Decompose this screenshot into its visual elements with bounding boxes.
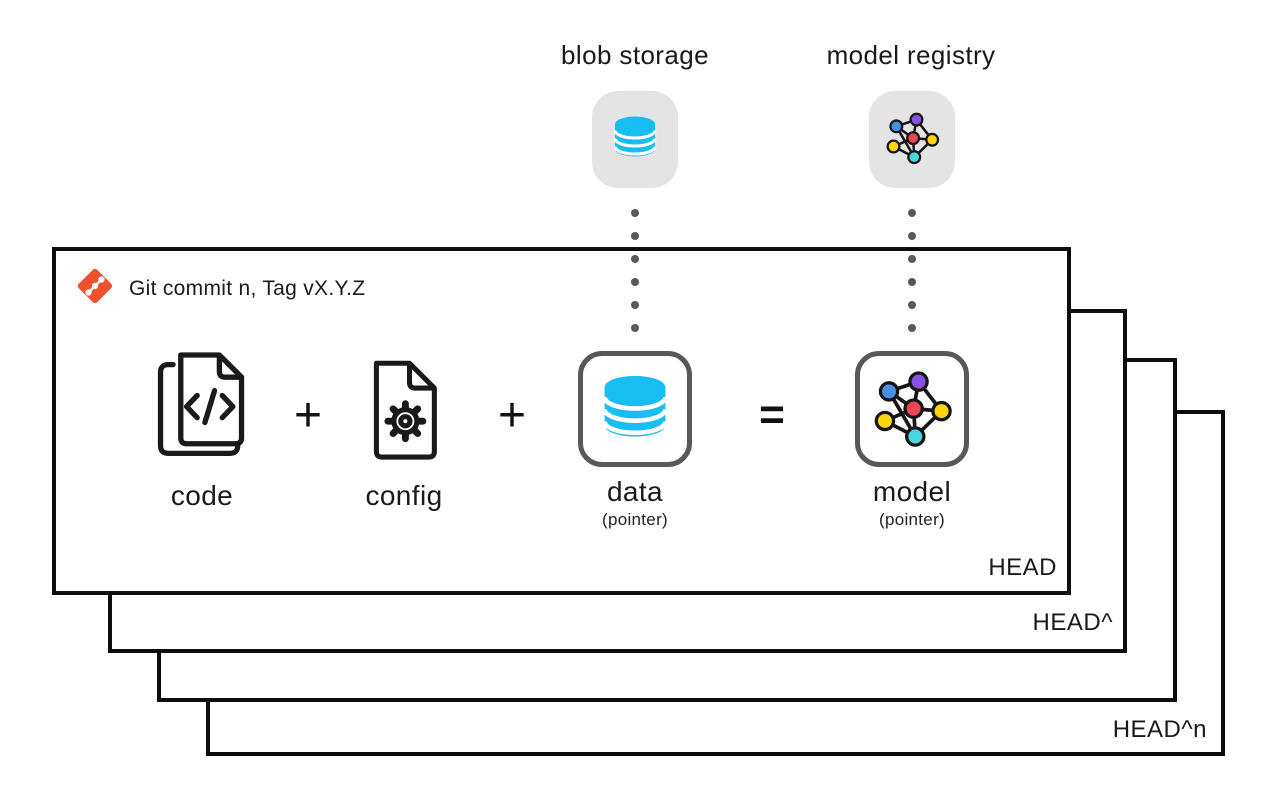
commit-header: Git commit n, Tag vX.Y.Z	[75, 266, 365, 311]
database-icon	[597, 369, 673, 450]
commit-header-label: Git commit n, Tag vX.Y.Z	[129, 276, 366, 300]
data-sublabel: (pointer)	[601, 510, 668, 529]
operand-data-pointer: data (pointer)	[565, 351, 705, 530]
model-pointer-tile	[855, 351, 969, 467]
plus-operator: +	[497, 388, 527, 442]
commit-card-head: Git commit n, Tag vX.Y.Z code +	[52, 247, 1071, 595]
blob-storage-tile	[592, 91, 678, 188]
neural-network-icon	[871, 366, 953, 453]
model-label: model	[872, 476, 952, 507]
code-file-icon	[148, 351, 256, 467]
code-label: code	[170, 480, 234, 511]
blob-storage-label: blob storage	[561, 40, 709, 70]
model-registry-tile	[869, 91, 955, 188]
head-n-label: HEAD^n	[1112, 716, 1207, 743]
database-icon	[610, 112, 660, 167]
config-label: config	[365, 480, 443, 511]
neural-network-icon	[884, 109, 940, 170]
equals-operator: =	[759, 390, 785, 439]
model-sublabel: (pointer)	[878, 510, 945, 529]
plus-operator: +	[293, 388, 323, 442]
blob-storage-dotted-connector	[631, 209, 639, 332]
operand-code: code	[132, 351, 272, 512]
operand-model-pointer: model (pointer)	[842, 351, 982, 530]
git-logo-icon	[75, 266, 115, 311]
model-registry-dotted-connector	[908, 209, 916, 332]
data-label: data	[606, 476, 664, 507]
data-pointer-tile	[578, 351, 692, 467]
operand-config: config	[334, 351, 474, 512]
model-registry-label: model registry	[826, 40, 996, 70]
head-parent-label: HEAD^	[1032, 609, 1113, 636]
config-file-icon	[358, 351, 450, 467]
head-label: HEAD	[988, 554, 1057, 581]
